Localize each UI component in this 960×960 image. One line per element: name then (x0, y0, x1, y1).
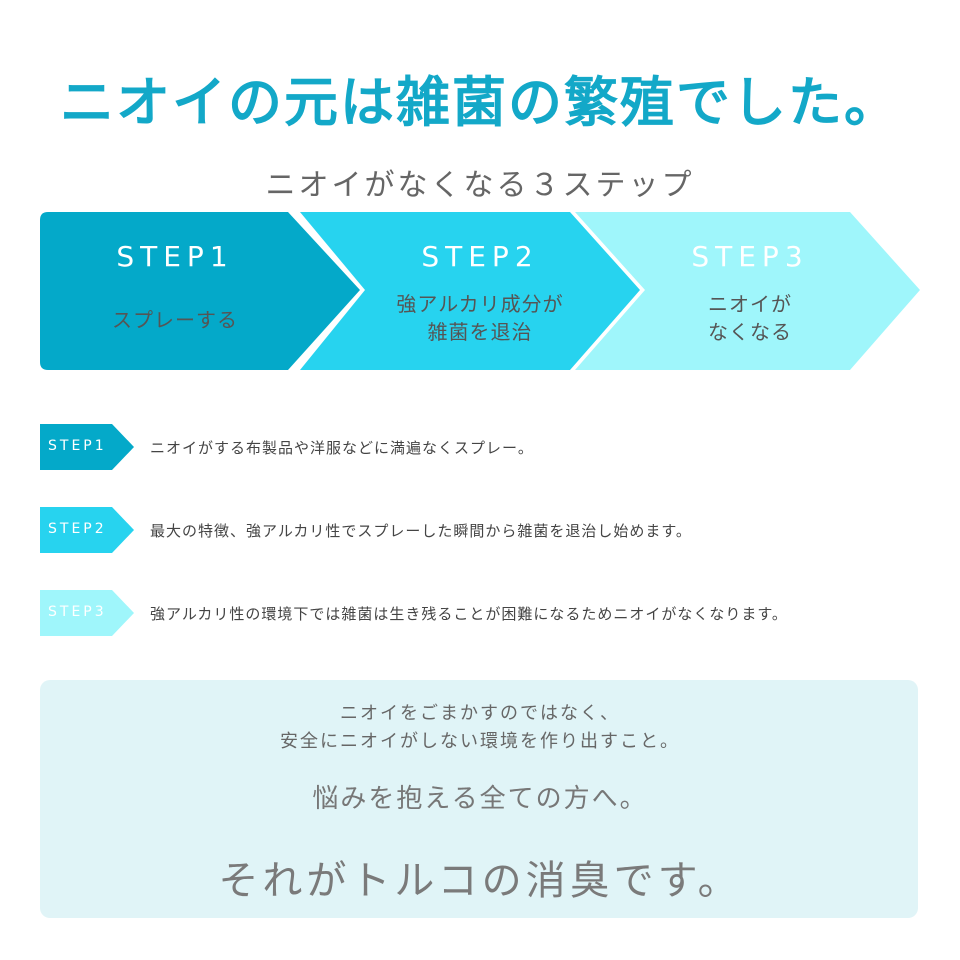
message-middle: 悩みを抱える全ての方へ。 (312, 784, 648, 814)
step3-desc: ニオイが なくなる (640, 290, 860, 346)
step1-desc-line: スプレーする (112, 308, 238, 332)
detail-step3-text: 強アルカリ性の環境下では雑菌は生き残ることが困難になるためニオイがなくなります。 (150, 605, 788, 623)
step1-arrow (40, 212, 360, 370)
detail-step1-text: ニオイがする布製品や洋服などに満遍なくスプレー。 (150, 439, 534, 457)
message-intro-line: 安全にニオイがしない環境を作り出すこと。 (280, 731, 680, 752)
message-closing: それがトルコの消臭です。 (218, 858, 742, 904)
subtitle: ニオイがなくなる３ステップ (265, 168, 695, 203)
step3-desc-line: なくなる (708, 320, 792, 344)
step3-label: STEP3 (691, 240, 809, 273)
message-box (40, 680, 918, 918)
step2-desc: 強アルカリ成分が 雑菌を退治 (365, 290, 595, 346)
message-intro: ニオイをごまかすのではなく、 安全にニオイがしない環境を作り出すこと。 (0, 700, 960, 756)
badge-step3 (40, 590, 134, 636)
detail-step2-text: 最大の特徴、強アルカリ性でスプレーした瞬間から雑菌を退治し始めます。 (150, 522, 692, 540)
step3-arrow (575, 212, 920, 370)
badge-step1-label: STEP1 (48, 438, 107, 454)
badge-step1 (40, 424, 134, 470)
step2-arrow (300, 212, 640, 370)
step2-desc-line: 雑菌を退治 (427, 320, 533, 344)
headline: ニオイの元は雑菌の繁殖でした。 (60, 71, 900, 134)
badge-step2 (40, 507, 134, 553)
step3-desc-line: ニオイが (708, 292, 792, 316)
badge-step3-label: STEP3 (48, 604, 107, 620)
step2-desc-line: 強アルカリ成分が (396, 292, 564, 316)
step2-label: STEP2 (421, 240, 539, 273)
message-intro-line: ニオイをごまかすのではなく、 (340, 703, 620, 724)
badge-step2-label: STEP2 (48, 521, 107, 537)
step1-desc: スプレーする (60, 306, 290, 334)
step1-label: STEP1 (116, 240, 234, 273)
